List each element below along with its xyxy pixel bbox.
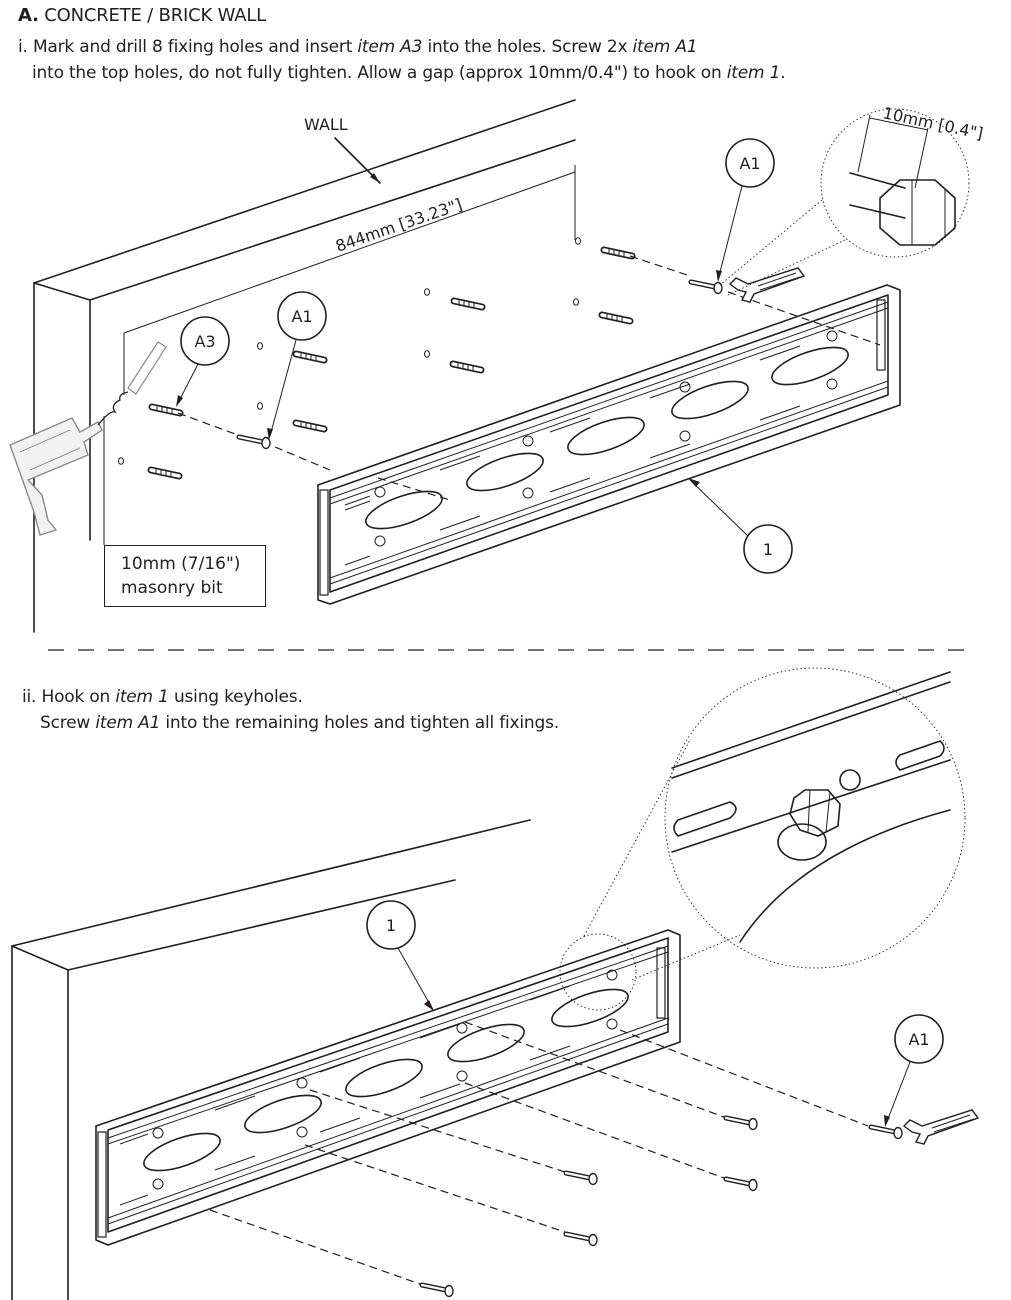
screw-bolt [726, 1179, 757, 1191]
section-title: CONCRETE / BRICK WALL [44, 5, 267, 26]
step1-item-a3: item A3 [357, 37, 423, 57]
pencil-icon [127, 341, 167, 395]
screw-bolt [566, 1173, 597, 1185]
wall-anchor [296, 352, 324, 360]
masonry-bit-label: 10mm (7/16") masonry bit [104, 545, 266, 607]
callout-a1-top-text: A1 [739, 154, 760, 173]
gap-detail-circle [820, 108, 970, 258]
bit-size-text: 10mm (7/16") [121, 554, 241, 574]
step2-text2: using keyholes. [168, 687, 303, 707]
callout-a1-left-text: A1 [291, 307, 312, 326]
screw-bolt [239, 437, 270, 449]
callout-a3 [180, 316, 230, 366]
step2-number: ii. [22, 687, 37, 707]
step1-text2: into the holes. Screw 2x [422, 37, 633, 57]
step2-text3: Screw [40, 713, 96, 733]
step2-line2: Screw item A1 into the remaining holes a… [40, 713, 559, 733]
callout-item1-bottom [366, 900, 416, 950]
screw-bolt [422, 1285, 453, 1297]
wall2-top-edge [11, 819, 531, 947]
callout-a3-text: A3 [194, 332, 215, 351]
callout-a1-bottom [894, 1014, 944, 1064]
wall-anchor [604, 248, 632, 256]
wall2-face-edge [67, 879, 456, 971]
wall-anchor [296, 421, 324, 429]
step2-line1: ii. Hook on item 1 using keyholes. [22, 687, 303, 707]
step1-text1: Mark and drill 8 fixing holes and insert [32, 37, 358, 57]
drill-icon [9, 391, 129, 536]
step1-item-1: item 1 [726, 63, 781, 83]
callout-item1-bottom-text: 1 [386, 916, 396, 935]
wall-bracket-bottom [95, 929, 681, 1246]
wall2-corner [11, 945, 69, 971]
dimension-label: 844mm [33.23"] [333, 195, 464, 256]
screw-bolt [871, 1127, 902, 1139]
keyhole-detail-circle [664, 667, 966, 969]
screw-bolt [726, 1118, 757, 1130]
step1-line2: into the top holes, do not fully tighten… [32, 63, 786, 83]
step1-line1: i. Mark and drill 8 fixing holes and ins… [18, 37, 698, 57]
step1-text4: . [780, 63, 786, 83]
wall-anchor [151, 468, 179, 476]
step1-item-a1: item A1 [632, 37, 698, 57]
bit-type-text: masonry bit [121, 578, 223, 598]
step1-text3: into the top holes, do not fully tighten… [32, 63, 727, 83]
callout-item1-top-text: 1 [763, 540, 773, 559]
step2-text4: into the remaining holes and tighten all… [160, 713, 559, 733]
step2-item-a1: item A1 [95, 713, 161, 733]
step2-item-1: item 1 [115, 687, 169, 707]
screw-bolt [691, 282, 722, 294]
wrench-icon [903, 1109, 979, 1145]
wall-corner-top [33, 282, 91, 301]
section-prefix: A. [18, 5, 39, 26]
gap-label: 10mm [0.4"] [881, 103, 985, 143]
wall-anchor [602, 313, 630, 321]
wall-face-edge [89, 139, 576, 301]
wall-label: WALL [304, 115, 348, 134]
step2-text1: Hook on [41, 687, 116, 707]
wall-anchor [152, 405, 180, 413]
callout-a1-bottom-text: A1 [908, 1030, 929, 1049]
section-heading: A. CONCRETE / BRICK WALL [18, 5, 266, 26]
callout-a1-left [277, 291, 327, 341]
drill-bit [97, 391, 129, 426]
wall-top-edge [33, 99, 576, 284]
callout-a1-top [725, 138, 775, 188]
wall-bracket-top [317, 284, 901, 605]
wall-anchor [454, 299, 482, 307]
screw-bolt [566, 1234, 597, 1246]
wall-anchor [453, 362, 481, 370]
step1-number: i. [18, 37, 28, 57]
wall-arrowhead [370, 173, 380, 183]
callout-item1-top [743, 524, 793, 574]
dimension-line [123, 171, 576, 334]
